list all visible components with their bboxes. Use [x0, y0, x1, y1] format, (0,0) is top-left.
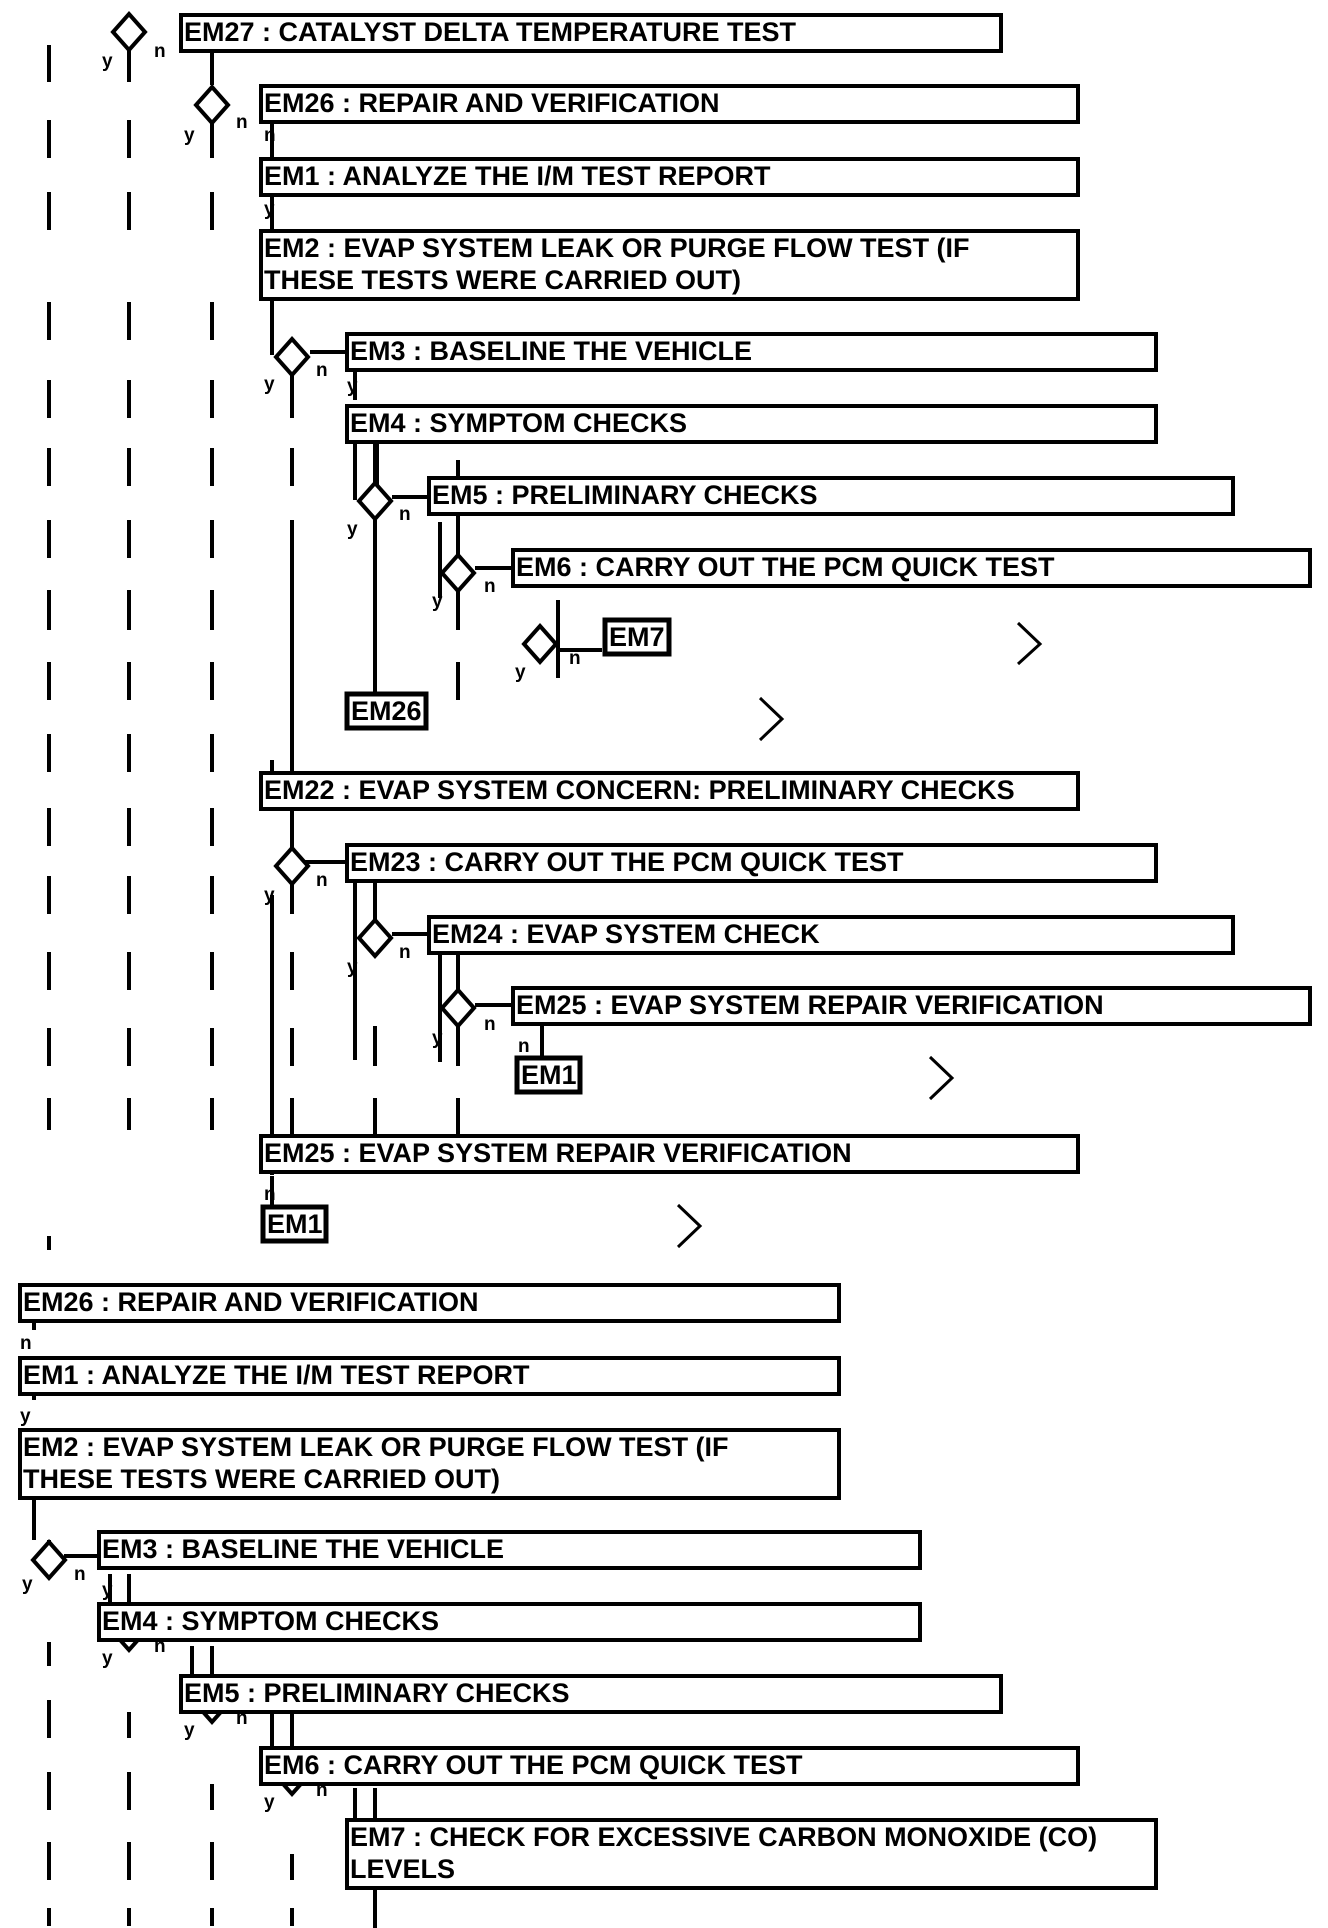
box-em24	[427, 915, 1235, 955]
em2-b-text-line2: THESE TESTS WERE CARRIED OUT)	[23, 1464, 500, 1494]
branch-no-label: n	[20, 1333, 32, 1354]
box-em2-b	[18, 1428, 841, 1500]
box-em3-b	[97, 1530, 922, 1570]
ref-em26-text: EM26	[351, 696, 422, 726]
branch-no-label: n	[316, 870, 328, 891]
ref-em1-b-text: EM1	[267, 1209, 323, 1239]
branch-yes-label: y	[347, 376, 358, 397]
branch-no-label: n	[399, 942, 411, 963]
box-em25-a	[511, 986, 1312, 1026]
branch-no-label: n	[518, 1036, 530, 1057]
em5-b-text: EM5 : PRELIMINARY CHECKS	[184, 1678, 570, 1708]
chevron-markers	[676, 621, 1043, 1249]
branch-no-label: n	[316, 360, 328, 381]
branch-yes-label: y	[515, 662, 526, 683]
branch-no-label: n	[399, 504, 411, 525]
column-lines	[47, 45, 460, 1926]
branch-yes-label: y	[102, 1580, 113, 1601]
em1-b-text: EM1 : ANALYZE THE I/M TEST REPORT	[23, 1360, 530, 1390]
branch-no-label: n	[236, 1708, 248, 1729]
branch-yes-label: y	[102, 1648, 113, 1669]
box-em7	[345, 1818, 1158, 1890]
branch-yes-label: y	[184, 1720, 195, 1741]
branch-yes-label: y	[264, 1792, 275, 1813]
em6-b-text: EM6 : CARRY OUT THE PCM QUICK TEST	[264, 1750, 803, 1780]
ref-em1-a-text: EM1	[521, 1060, 577, 1090]
branch-yes-label: y	[22, 1574, 33, 1595]
em2-b-text-line1: EM2 : EVAP SYSTEM LEAK OR PURGE FLOW TES…	[23, 1432, 729, 1462]
em4-a-text: EM4 : SYMPTOM CHECKS	[350, 408, 687, 438]
em7-text-line1: EM7 : CHECK FOR EXCESSIVE CARBON MONOXID…	[350, 1822, 1097, 1852]
branch-yes-label: y	[347, 957, 358, 978]
branch-no-label: n	[154, 1636, 166, 1657]
box-em27	[179, 13, 1003, 53]
em5-a-text: EM5 : PRELIMINARY CHECKS	[432, 480, 818, 510]
branch-yes-label: y	[184, 125, 195, 146]
em24-text: EM24 : EVAP SYSTEM CHECK	[432, 919, 820, 949]
em23-text: EM23 : CARRY OUT THE PCM QUICK TEST	[350, 847, 904, 877]
chevron-right-icon	[928, 1055, 955, 1101]
branch-no-label: n	[484, 576, 496, 597]
chevron-right-icon	[676, 1203, 703, 1249]
box-em4-b	[97, 1602, 922, 1642]
chevron-right-icon	[1016, 621, 1043, 666]
branch-yes-label: y	[264, 199, 275, 220]
ref-box-em7	[602, 617, 672, 657]
em25-a-text: EM25 : EVAP SYSTEM REPAIR VERIFICATION	[516, 990, 1104, 1020]
em3-b-text: EM3 : BASELINE THE VEHICLE	[102, 1534, 504, 1564]
branch-no-label: n	[569, 648, 581, 669]
box-em25-b	[259, 1134, 1080, 1174]
ref-em7-text: EM7	[609, 622, 665, 652]
branch-no-label: n	[264, 1184, 276, 1205]
em26-a-text: EM26 : REPAIR AND VERIFICATION	[264, 88, 720, 118]
ref-box-em1-a	[514, 1055, 583, 1095]
box-em5-b	[179, 1674, 1003, 1714]
branch-yes-label: y	[347, 519, 358, 540]
em2-a-text-line1: EM2 : EVAP SYSTEM LEAK OR PURGE FLOW TES…	[264, 233, 970, 263]
box-em22	[259, 771, 1080, 811]
em4-b-text: EM4 : SYMPTOM CHECKS	[102, 1606, 439, 1636]
branch-yes-label: y	[20, 1406, 31, 1427]
branch-no-label: n	[74, 1564, 86, 1585]
em3-a-text: EM3 : BASELINE THE VEHICLE	[350, 336, 752, 366]
chevron-right-icon	[758, 696, 785, 742]
branch-yes-label: y	[264, 885, 275, 906]
ref-box-em1-b	[260, 1204, 329, 1244]
branch-no-label: n	[264, 125, 276, 146]
box-em26-a	[259, 84, 1080, 124]
ref-box-em26	[344, 691, 429, 731]
box-em26-b	[18, 1283, 841, 1323]
em7-text-line2: LEVELS	[350, 1854, 455, 1884]
box-em3-a	[345, 332, 1158, 372]
em2-a-text-line2: THESE TESTS WERE CARRIED OUT)	[264, 265, 741, 295]
em27-text: EM27 : CATALYST DELTA TEMPERATURE TEST	[184, 17, 797, 47]
em25-b-text: EM25 : EVAP SYSTEM REPAIR VERIFICATION	[264, 1138, 852, 1168]
em26-b-text: EM26 : REPAIR AND VERIFICATION	[23, 1287, 479, 1317]
branch-yes-label: y	[264, 374, 275, 395]
branch-no-label: n	[316, 1780, 328, 1801]
process-boxes	[18, 13, 1312, 1890]
box-em23	[345, 843, 1158, 883]
branch-yes-label: y	[432, 591, 443, 612]
box-em2-a	[259, 229, 1080, 301]
branch-yes-label: y	[102, 51, 113, 72]
box-em4-a	[345, 404, 1158, 444]
branch-no-label: n	[154, 41, 166, 62]
box-em5-a	[427, 476, 1235, 516]
box-em6-b	[259, 1746, 1080, 1786]
decision-diamonds	[30, 10, 559, 1798]
em1-a-text: EM1 : ANALYZE THE I/M TEST REPORT	[264, 161, 771, 191]
branch-no-label: n	[236, 112, 248, 133]
box-em6-a	[511, 548, 1312, 588]
em22-text: EM22 : EVAP SYSTEM CONCERN: PRELIMINARY …	[264, 775, 1015, 805]
box-em1-b	[18, 1356, 841, 1396]
em6-a-text: EM6 : CARRY OUT THE PCM QUICK TEST	[516, 552, 1055, 582]
branch-no-label: n	[484, 1014, 496, 1035]
box-em1-a	[259, 157, 1080, 197]
branch-yes-label: y	[432, 1028, 443, 1049]
